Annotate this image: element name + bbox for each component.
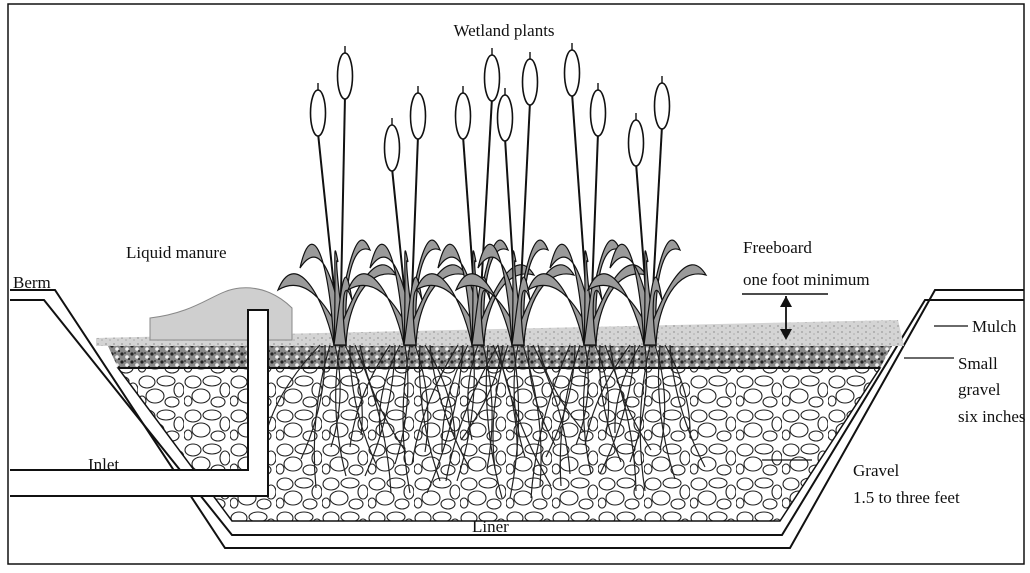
cattail-head <box>411 93 426 139</box>
cattail-head <box>655 83 670 129</box>
label-berm: Berm <box>13 273 51 292</box>
cattail-head <box>591 90 606 136</box>
cattail-head <box>498 95 513 141</box>
gravel-layer <box>118 368 880 521</box>
label-freeboard: Freeboard <box>743 238 812 257</box>
label-gravel-depth: 1.5 to three feet <box>853 488 960 507</box>
cattail-head <box>456 93 471 139</box>
cattail-head <box>523 59 538 105</box>
label-wetland-plants: Wetland plants <box>453 21 554 40</box>
freeboard-arrow-up <box>780 296 792 307</box>
label-gravel: Gravel <box>853 461 900 480</box>
cattail-head <box>385 125 400 171</box>
label-six-inches: six inches <box>958 407 1026 426</box>
wetland-plants <box>278 43 706 345</box>
cattail-head <box>311 90 326 136</box>
label-liquid-manure: Liquid manure <box>126 243 227 262</box>
label-mulch: Mulch <box>972 317 1017 336</box>
liquid-manure-mound <box>150 288 292 340</box>
label-small: Small <box>958 354 998 373</box>
label-gravel-small: gravel <box>958 380 1001 399</box>
label-inlet: Inlet <box>88 455 119 474</box>
label-liner: Liner <box>472 517 509 536</box>
cattail-plant <box>348 86 466 345</box>
label-freeboard-sub: one foot minimum <box>743 270 870 289</box>
cattail-head <box>629 120 644 166</box>
cattail-head <box>485 55 500 101</box>
cattail-head <box>565 50 580 96</box>
cattail-plant <box>278 46 396 345</box>
cattail-head <box>338 53 353 99</box>
